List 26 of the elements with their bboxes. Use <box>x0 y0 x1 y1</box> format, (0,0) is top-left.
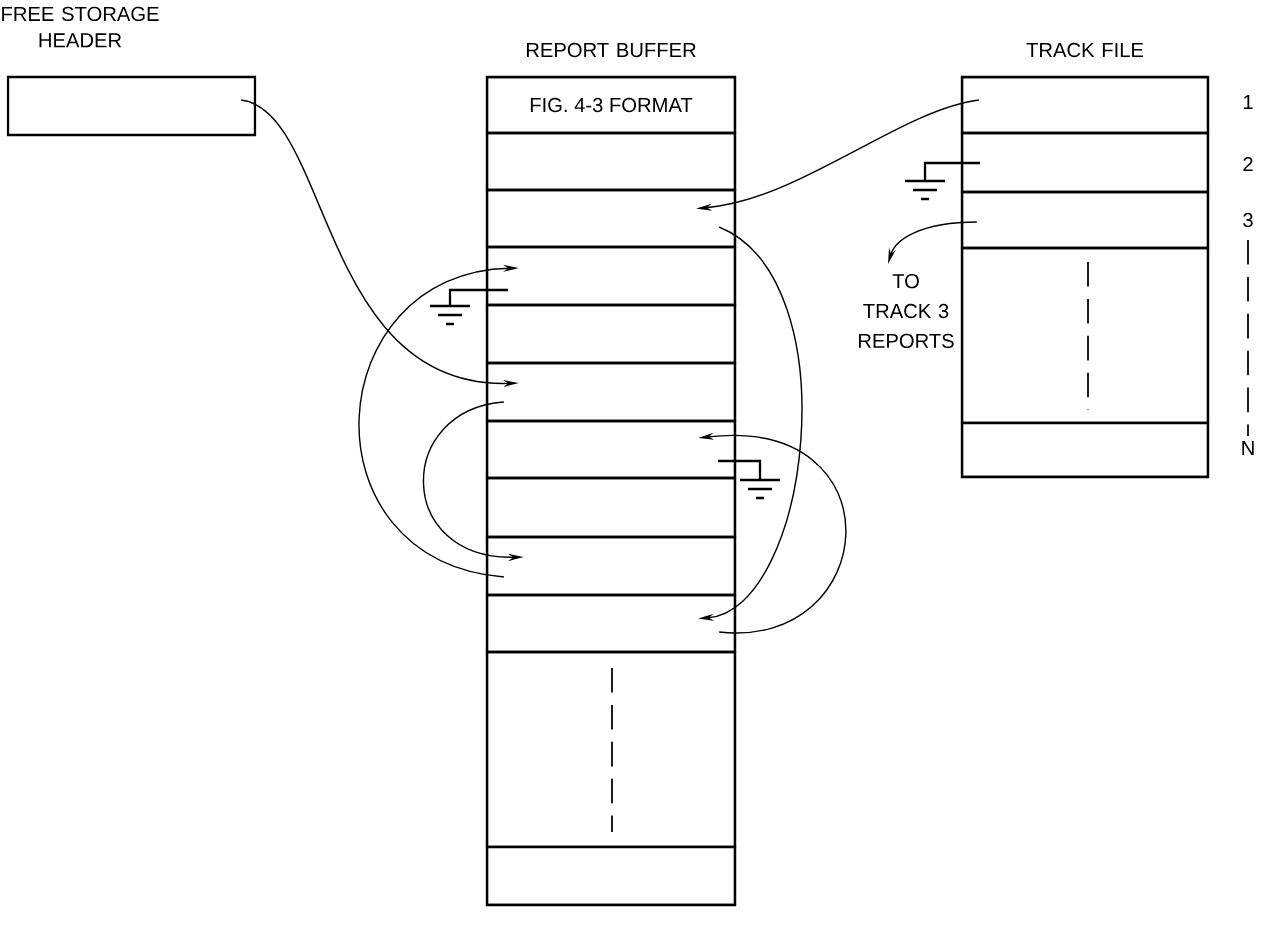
memory-cell <box>485 419 737 480</box>
memory-cell <box>960 190 1210 250</box>
node-label: TRACK FILE <box>1026 42 1144 58</box>
memory-cell <box>485 361 737 423</box>
memory-cell <box>485 593 737 654</box>
memory-cell <box>960 75 1210 135</box>
memory-cell <box>960 131 1210 194</box>
row-number: N <box>1242 441 1254 455</box>
memory-cell <box>960 421 1210 479</box>
memory-cell <box>485 245 737 307</box>
memory-cell <box>485 188 737 249</box>
node-label: REPORT BUFFER <box>526 42 696 58</box>
header-box: FREE STORAGE HEADER <box>2 6 257 137</box>
row-number: 1 <box>1243 95 1253 109</box>
memory-cell <box>485 476 737 539</box>
memory-cell <box>485 303 737 365</box>
memory-cell <box>485 535 737 597</box>
memory-cell <box>485 650 737 849</box>
node-label: FREE STORAGE HEADER <box>2 6 159 48</box>
memory-cell: FIG. 4-3 FORMAT <box>485 75 737 135</box>
row-number: 2 <box>1243 156 1253 172</box>
memory-cell <box>960 246 1210 425</box>
memory-cell <box>485 131 737 192</box>
memory-cell <box>485 845 737 907</box>
row-number: 3 <box>1243 212 1253 228</box>
note-text: TO TRACK 3 REPORTS <box>859 274 954 348</box>
